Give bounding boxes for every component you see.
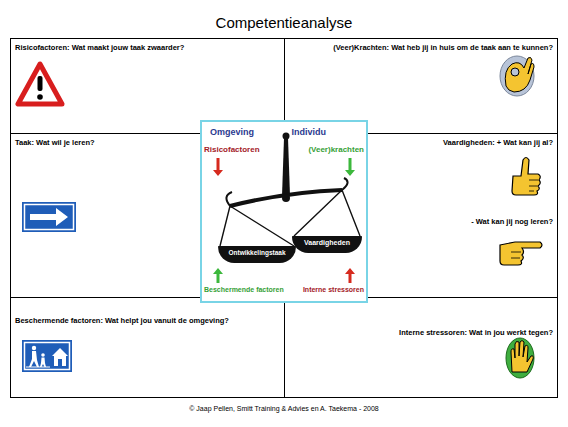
living-street-sign — [22, 340, 72, 372]
cell-label: Beschermende factoren: Wat helpt jou van… — [15, 316, 229, 325]
thumbs-up-icon — [512, 158, 540, 196]
direction-arrow — [213, 158, 223, 176]
ok-hand-icon — [500, 56, 534, 96]
balance-label: (Veer)krachten — [308, 145, 364, 155]
direction-arrow — [213, 268, 223, 283]
stop-hand-icon — [506, 338, 534, 378]
direction-arrow — [345, 268, 355, 283]
quadrant-cell: Interne stressoren: Wat in jou werkt teg… — [284, 297, 558, 398]
balance-label: Omgeving — [210, 127, 254, 138]
cell-label: (Veer)Krachten: Wat heb jij in huis om d… — [333, 43, 553, 52]
pointing-hand-icon — [500, 242, 542, 265]
balance-label: Individu — [292, 127, 327, 138]
diagram-title: Competentieanalyse — [0, 14, 568, 31]
scale-beam — [230, 190, 342, 206]
balance-panel: Omgeving IndividuRisicofactoren (Veer)krac… — [200, 120, 368, 303]
cell-label: Risicofactoren: Wat maakt jouw taak zwaa… — [15, 43, 184, 52]
cell-label: Taak: Wat wil je leren? — [15, 138, 95, 147]
balance-label: Interne stressoren — [303, 286, 364, 294]
cell-label: Vaardigheden: + Wat kan jij al? — [443, 138, 553, 147]
cell-label: Interne stressoren: Wat in jou werkt teg… — [399, 328, 553, 337]
balance-label: Risicofactoren — [204, 145, 260, 155]
pan-label: Ontwikkelingstaak — [218, 246, 296, 263]
pan-label: Vaardigheden — [292, 236, 362, 253]
scale-knob — [283, 133, 290, 140]
scale-pivot — [282, 194, 290, 202]
cell-label: - Wat kan jij nog leren? — [471, 217, 553, 226]
quadrant-cell: Beschermende factoren: Wat helpt jou van… — [10, 297, 285, 398]
scale-pillar — [282, 138, 290, 196]
balance-label: Beschermende factoren — [204, 286, 284, 294]
warning-sign — [18, 64, 62, 104]
direction-sign — [22, 202, 76, 232]
direction-arrow — [345, 158, 355, 176]
copyright-caption: © Jaap Pellen, Smitt Training & Advies e… — [0, 405, 568, 412]
